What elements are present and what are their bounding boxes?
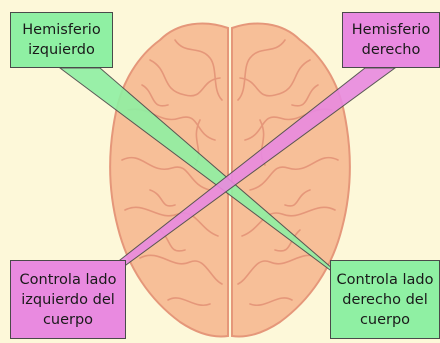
controls-right-line2: derecho del [342, 291, 428, 308]
controls-left-line1: Controla lado [19, 271, 117, 288]
left-hemisphere-line1: Hemisferio [22, 22, 101, 38]
controls-right-line3: cuerpo [359, 311, 411, 328]
controls-left-line3: cuerpo [42, 311, 94, 328]
controls-left-line2: izquierdo del [21, 291, 115, 308]
controls-left-side-label: Controla lado izquierdo del cuerpo [10, 260, 126, 339]
pink-pointer [119, 67, 397, 266]
left-hemisphere-line2: izquierdo [28, 42, 95, 58]
right-hemisphere-line2: derecho [361, 42, 421, 58]
controls-right-side-label: Controla lado derecho del cuerpo [330, 260, 440, 339]
right-hemisphere-line1: Hemisferio [351, 22, 431, 38]
controls-right-line1: Controla lado [336, 271, 434, 288]
right-hemisphere-label: Hemisferio derecho [342, 12, 440, 68]
left-hemisphere-label: Hemisferio izquierdo [10, 12, 113, 68]
